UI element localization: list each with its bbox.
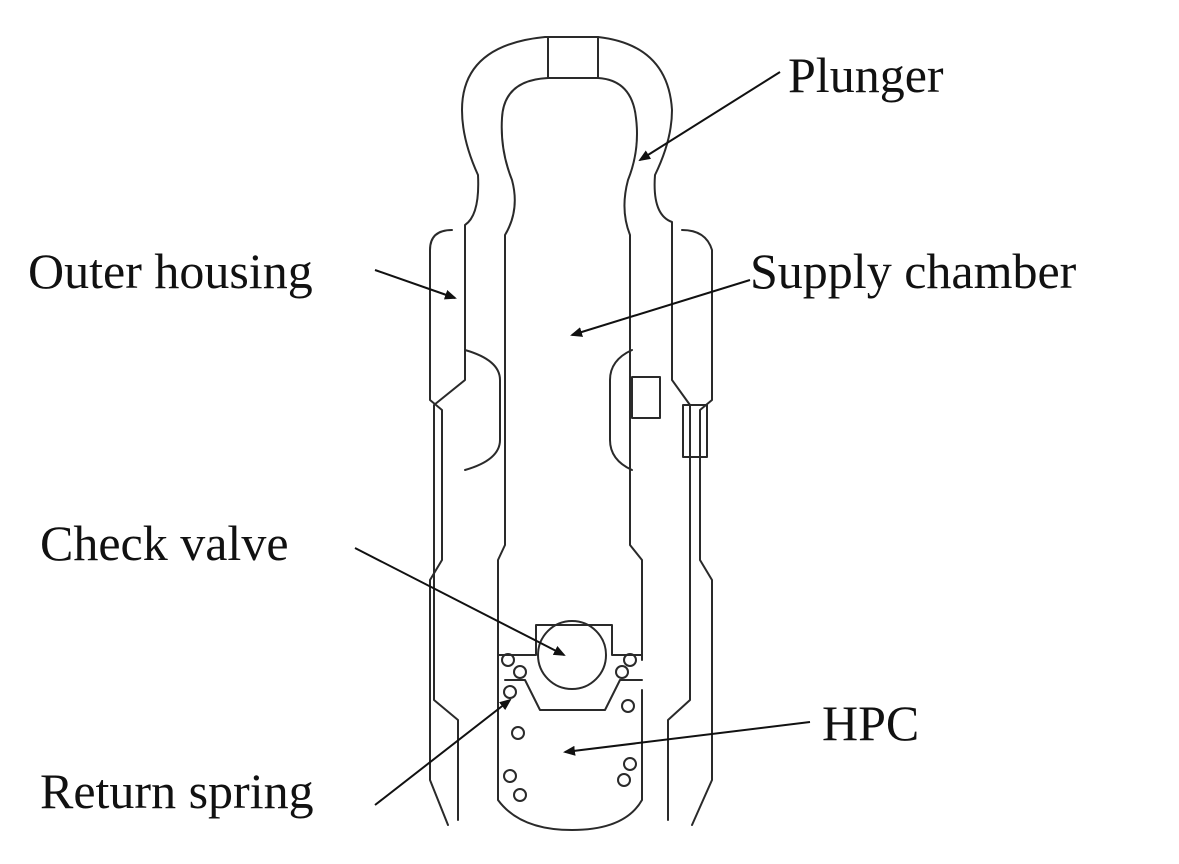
outer-housing-right <box>681 229 713 826</box>
leader-plunger <box>638 71 781 162</box>
plunger-cap-port <box>547 36 599 79</box>
check-valve-ball <box>537 620 607 690</box>
outer-housing-left <box>429 229 453 826</box>
return-spring-coils <box>501 653 637 802</box>
hpc-outline <box>497 689 643 831</box>
label-hpc: HPC <box>822 695 919 751</box>
oil-port-housing <box>682 404 708 458</box>
label-plunger: Plunger <box>788 47 944 103</box>
right-relief-groove <box>609 349 633 471</box>
oil-port-plunger <box>631 376 661 419</box>
label-check-valve: Check valve <box>40 515 289 571</box>
check-valve-retainer <box>504 679 643 711</box>
leader-supply-chamber <box>570 279 751 337</box>
label-outer-housing: Outer housing <box>28 243 313 299</box>
supply-chamber-outline <box>497 77 643 701</box>
leader-hpc <box>563 721 811 756</box>
label-return-spring: Return spring <box>40 763 314 819</box>
plunger-outline <box>433 36 691 821</box>
left-relief-groove <box>464 349 501 471</box>
check-valve-seat <box>497 624 643 656</box>
leader-check-valve <box>354 547 566 656</box>
leader-outer-housing <box>374 269 457 300</box>
label-supply-chamber: Supply chamber <box>750 243 1077 299</box>
leader-return-spring <box>374 698 512 806</box>
